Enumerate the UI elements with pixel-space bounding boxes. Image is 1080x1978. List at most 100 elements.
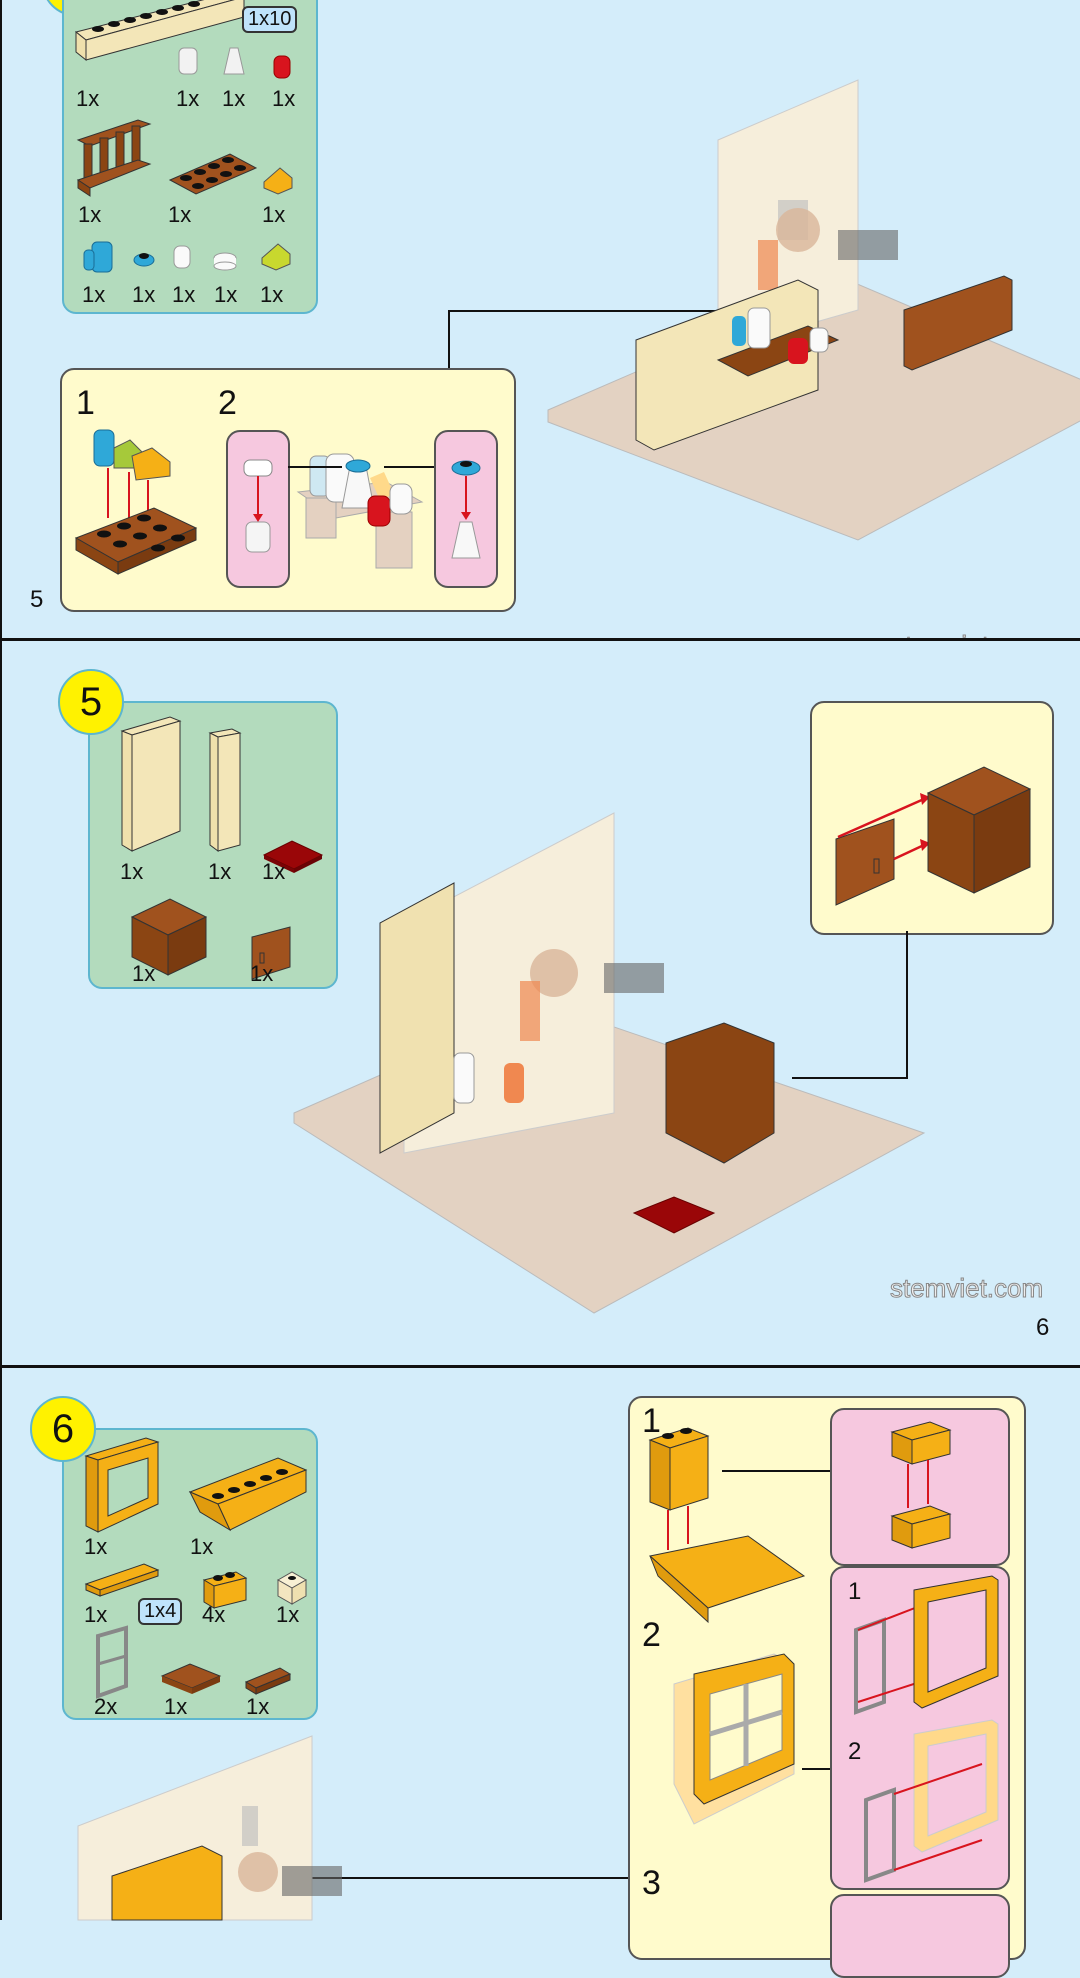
connector-line bbox=[384, 466, 450, 468]
qty-label: 1x bbox=[214, 282, 238, 307]
connector-line bbox=[792, 1077, 908, 1079]
gray-window-pane-icon bbox=[96, 1625, 128, 1699]
sub-callout-right bbox=[434, 430, 498, 588]
qty-label: 1x bbox=[190, 1534, 214, 1559]
qty-label: 1x bbox=[272, 86, 296, 111]
qty-label: 1x bbox=[222, 86, 246, 111]
page-number: 5 bbox=[30, 586, 44, 613]
model-illustration bbox=[547, 79, 1080, 541]
qty-label: 1x bbox=[262, 202, 286, 227]
qty-label: 1x bbox=[120, 859, 144, 884]
trans-round-brick-icon bbox=[178, 47, 198, 75]
second-pane-into-frame-icon bbox=[864, 1719, 999, 1883]
brick-stack-icon bbox=[890, 1421, 952, 1549]
qty-label: 1x bbox=[208, 859, 232, 884]
qty-label: 1x bbox=[82, 282, 106, 307]
watermark: stemviet.com bbox=[889, 1273, 1044, 1304]
panel-divider bbox=[0, 1365, 1080, 1368]
size-tag-1x10: 1x10 bbox=[242, 6, 298, 33]
model-illustration bbox=[77, 1735, 342, 1921]
white-round-tile-icon bbox=[213, 252, 237, 271]
orange-brick-1x2-icon bbox=[202, 1571, 248, 1609]
tan-panel-narrow-icon bbox=[208, 728, 242, 852]
brown-tile-2x2-icon bbox=[160, 1663, 222, 1694]
substep-number: 2 bbox=[848, 1738, 862, 1765]
qty-label: 1x bbox=[84, 1534, 108, 1559]
assembly-callout bbox=[810, 701, 1054, 935]
blue-cap-to-cone-icon bbox=[451, 460, 481, 559]
panel-divider bbox=[0, 638, 1080, 641]
sub-callout: 1 2 bbox=[830, 1566, 1010, 1890]
sub-callout-left bbox=[226, 430, 290, 588]
connector-line bbox=[448, 310, 450, 368]
pane-into-frame-icon bbox=[854, 1575, 999, 1715]
brown-cupboard-icon bbox=[130, 898, 208, 976]
qty-label: 2x bbox=[94, 1694, 118, 1719]
instruction-panel-2: 1x 1x 1x 1x 1x 5 stemviet.com 6 bbox=[0, 641, 1080, 1365]
qty-label: 1x bbox=[246, 1694, 270, 1719]
door-to-cupboard-icon bbox=[835, 766, 1032, 906]
parts-list: 1x10 1x 1x 1x 1x 1x 1x 1x 1x 1x 1x 1x 1x bbox=[62, 0, 318, 314]
qty-label: 4x bbox=[202, 1602, 226, 1627]
dark-red-tile-icon bbox=[262, 840, 324, 873]
connector-line bbox=[448, 310, 738, 312]
substep-number: 2 bbox=[218, 384, 237, 422]
plate-assembly-icon bbox=[74, 429, 198, 575]
window-assembly-icon bbox=[673, 1653, 795, 1825]
substep-number: 2 bbox=[642, 1616, 661, 1654]
page-number: 6 bbox=[1036, 1314, 1050, 1341]
brown-grille-icon bbox=[244, 1667, 292, 1695]
instruction-panel-1: 1x10 1x 1x 1x 1x 1x 1x 1x 1x 1x 1x 1x 1x bbox=[0, 0, 1080, 661]
qty-label: 1x bbox=[78, 202, 102, 227]
qty-label: 1x bbox=[132, 961, 156, 986]
connector-line bbox=[906, 931, 908, 1079]
blue-cup-icon bbox=[83, 241, 113, 273]
qty-label: 1x bbox=[168, 202, 192, 227]
orange-window-frame-icon bbox=[84, 1437, 160, 1533]
qty-label: 1x bbox=[132, 282, 156, 307]
substep-number: 1 bbox=[848, 1578, 862, 1605]
substep-number: 1 bbox=[642, 1402, 661, 1440]
red-round-brick-icon bbox=[273, 55, 291, 79]
qty-label: 1x bbox=[260, 282, 284, 307]
step-badge: 6 bbox=[30, 1396, 96, 1462]
instruction-panel-3: 1x 1x 1x4 1x 4x 1x 2x 1x 1x 6 1 2 bbox=[0, 1368, 1080, 1978]
sub-callout bbox=[830, 1408, 1010, 1566]
qty-label: 1x bbox=[250, 961, 274, 986]
orange-inverted-slope-icon bbox=[188, 1457, 308, 1532]
cap-to-jar-icon bbox=[243, 459, 273, 553]
step-badge: 5 bbox=[58, 669, 124, 735]
qty-label: 1x bbox=[176, 86, 200, 111]
qty-label: 1x bbox=[76, 86, 100, 111]
parts-list: 1x 1x 1x4 1x 4x 1x 2x 1x 1x bbox=[62, 1428, 318, 1720]
brown-door-icon bbox=[251, 926, 291, 980]
orange-tile-icon bbox=[84, 1563, 160, 1597]
white-round-brick-icon bbox=[173, 245, 191, 269]
connector-line bbox=[722, 1470, 830, 1472]
tan-panel-wide-icon bbox=[120, 716, 182, 852]
qty-label: 1x bbox=[164, 1694, 188, 1719]
substep-number: 1 bbox=[76, 384, 95, 422]
qty-label: 1x bbox=[276, 1602, 300, 1627]
sub-callout bbox=[830, 1894, 1010, 1978]
connector-line bbox=[174, 1877, 628, 1879]
brown-fence-icon bbox=[76, 119, 152, 197]
qty-label: 1x bbox=[84, 1602, 108, 1627]
qty-label: 1x bbox=[172, 282, 196, 307]
tan-brick-1x10-icon bbox=[74, 0, 245, 62]
model-illustration bbox=[293, 812, 926, 1314]
assembly-callout: 1 2 1 2 3 bbox=[628, 1396, 1026, 1978]
blue-round-plate-icon bbox=[133, 253, 155, 267]
orange-slope-icon bbox=[263, 167, 293, 195]
connector-line bbox=[288, 466, 342, 468]
tan-brick-1x1-icon bbox=[276, 1571, 308, 1605]
connector-line bbox=[802, 1768, 830, 1770]
assembly-callout: 1 2 bbox=[60, 368, 516, 612]
trans-cone-icon bbox=[223, 47, 245, 75]
lime-slope-icon bbox=[261, 243, 291, 271]
brown-plate-icon bbox=[168, 153, 258, 195]
size-tag-1x4: 1x4 bbox=[138, 1598, 183, 1625]
parts-list: 1x 1x 1x 1x 1x bbox=[88, 701, 338, 989]
stacked-bricks-on-slope-icon bbox=[648, 1427, 806, 1624]
qty-label: 1x bbox=[262, 859, 286, 884]
